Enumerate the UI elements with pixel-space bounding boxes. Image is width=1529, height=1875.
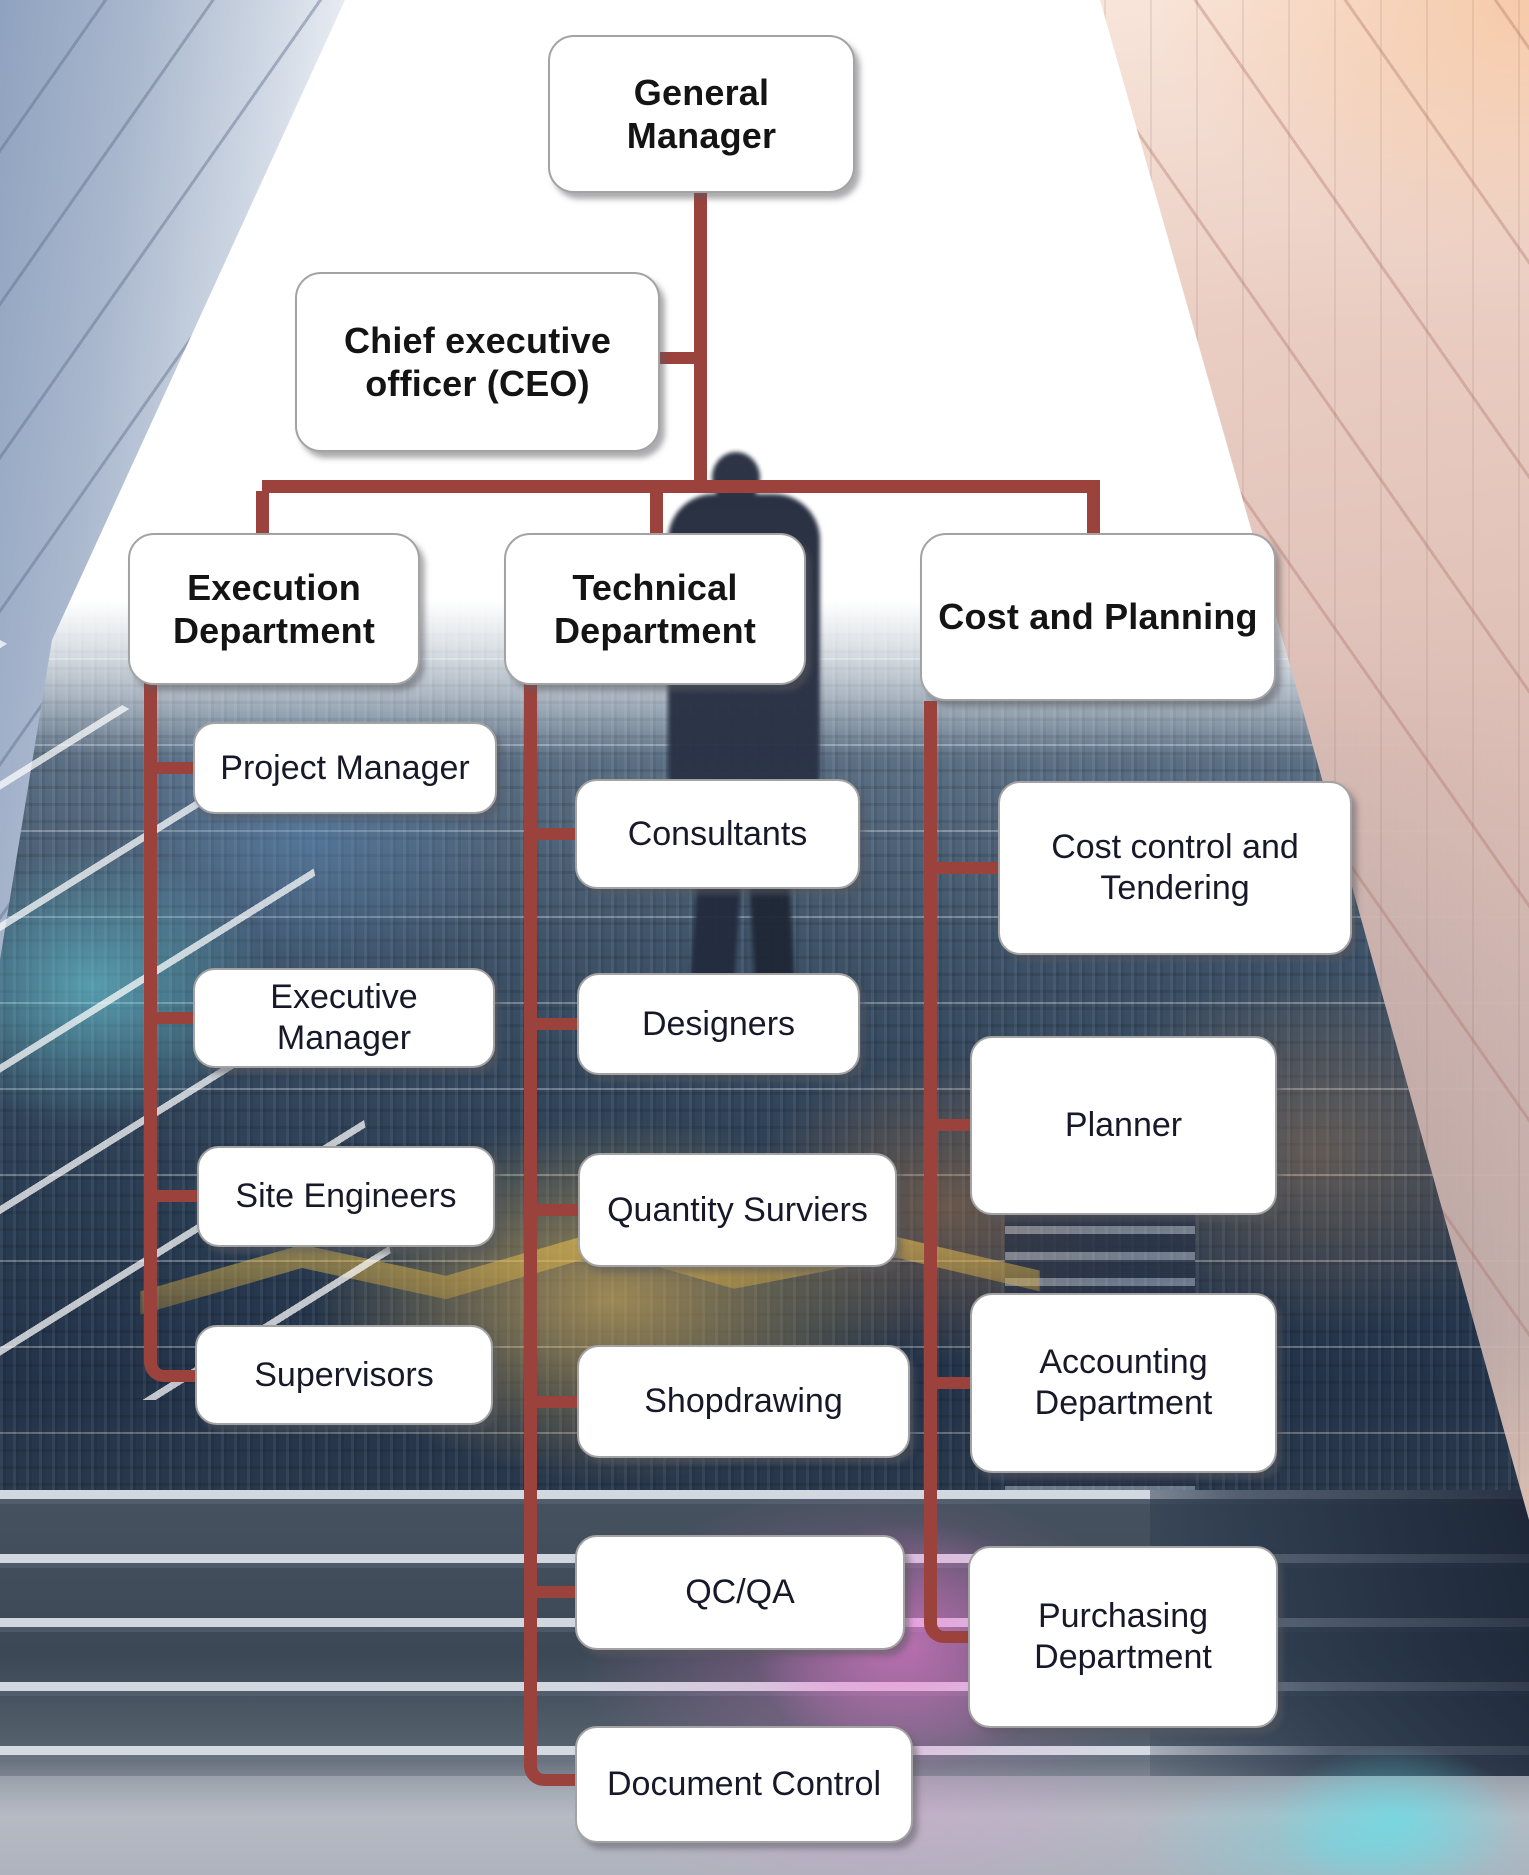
node-qc-qa: QC/QA (575, 1535, 905, 1650)
connector-stub-executive-manager (157, 1012, 203, 1024)
node-label: Site Engineers (235, 1177, 457, 1216)
connector-drop-technical (650, 491, 663, 535)
connector-stub-designers (537, 1018, 582, 1030)
connector-stub-qc-qa (537, 1586, 580, 1598)
node-label: Document Control (606, 1765, 881, 1804)
node-label: Project Manager (220, 748, 470, 787)
node-general-manager: General Manager (548, 35, 855, 193)
connector-spine-execution (144, 666, 202, 1382)
node-document-control: Document Control (575, 1726, 913, 1843)
node-ceo: Chief executive officer (CEO) (295, 272, 660, 452)
node-purchasing-department: Purchasing Department (968, 1546, 1278, 1728)
node-supervisors: Supervisors (195, 1325, 493, 1425)
node-label: Cost and Planning (938, 596, 1258, 638)
node-execution-department: Execution Department (128, 533, 420, 685)
node-label: Quantity Surviers (607, 1190, 868, 1229)
connector-stub-planner (937, 1119, 975, 1131)
connector-spine-technical (524, 670, 582, 1786)
connector-trunk (262, 480, 1100, 493)
node-cost-control-tendering: Cost control and Tendering (998, 781, 1352, 955)
connector-stub-site-engineers (157, 1190, 203, 1202)
node-label: Consultants (627, 814, 808, 853)
connector-stub-project-manager (157, 762, 203, 774)
node-executive-manager: Executive Manager (193, 968, 495, 1068)
node-label: Purchasing Department (1034, 1597, 1212, 1676)
node-label: General Manager (626, 71, 777, 156)
node-planner: Planner (970, 1036, 1277, 1215)
connector-stub-cost-control (937, 862, 1003, 874)
node-site-engineers: Site Engineers (197, 1146, 495, 1247)
node-project-manager: Project Manager (193, 722, 497, 814)
connector-drop-execution (256, 491, 269, 535)
node-cost-and-planning: Cost and Planning (920, 533, 1276, 701)
node-designers: Designers (577, 973, 860, 1075)
connector-stub-quantity-surviers (537, 1204, 583, 1216)
connector-drop-cost (1087, 491, 1100, 535)
connector-stub-consultants (537, 828, 582, 840)
node-label: Planner (1064, 1106, 1183, 1145)
node-technical-department: Technical Department (504, 533, 806, 685)
node-label: Cost control and Tendering (1051, 828, 1299, 907)
node-label: Designers (641, 1004, 796, 1043)
node-label: Supervisors (254, 1355, 434, 1394)
connector-gm-vertical (694, 192, 707, 484)
node-accounting-department: Accounting Department (970, 1293, 1277, 1473)
node-shopdrawing: Shopdrawing (577, 1345, 910, 1458)
node-quantity-surviers: Quantity Surviers (578, 1153, 897, 1267)
node-label: Chief executive officer (CEO) (343, 319, 612, 404)
connector-stub-accounting (937, 1377, 975, 1389)
node-label: Technical Department (553, 566, 757, 651)
connector-spine-cost (924, 701, 974, 1643)
node-consultants: Consultants (575, 779, 860, 889)
node-label: Shopdrawing (644, 1382, 843, 1421)
node-label: Executive Manager (270, 978, 418, 1057)
node-label: QC/QA (685, 1573, 795, 1612)
lens-flare-teal (1230, 1720, 1529, 1875)
connector-stub-shopdrawing (537, 1396, 582, 1408)
node-label: Accounting Department (1034, 1343, 1213, 1422)
node-label: Execution Department (172, 566, 376, 651)
connector-ceo-stub (656, 352, 700, 364)
